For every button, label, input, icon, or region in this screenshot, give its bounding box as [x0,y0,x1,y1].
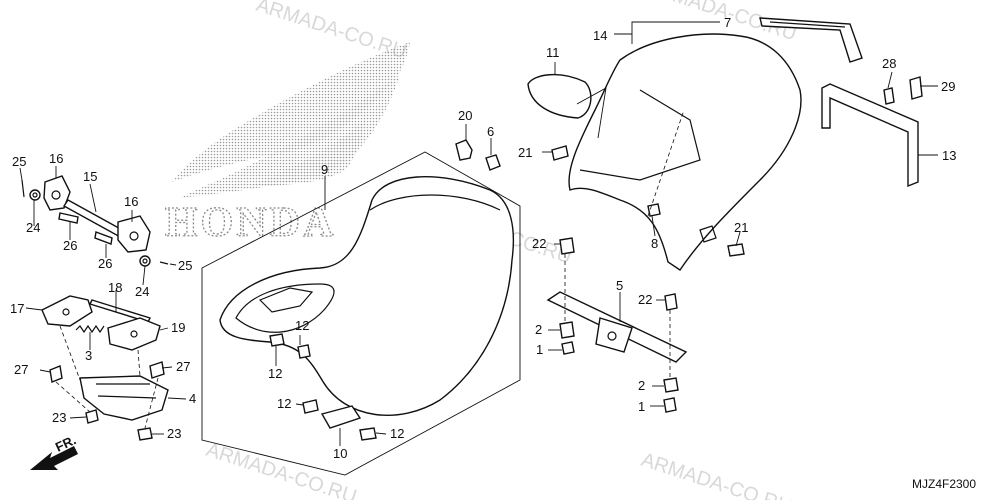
callout-24: 24 [26,220,40,235]
callout-8: 8 [651,236,658,251]
callout-22: 22 [532,236,546,251]
callout-11: 11 [546,45,560,60]
callout-4: 4 [189,391,196,406]
callout-20: 20 [458,108,472,123]
callout-26: 26 [98,256,112,271]
callout-12: 12 [295,318,309,333]
callout-24: 24 [135,284,149,299]
honda-logo-text: HONDA [165,200,336,246]
callout-2: 2 [638,378,645,393]
callout-1: 1 [536,342,543,357]
callout-12: 12 [277,396,291,411]
callout-15: 15 [83,169,97,184]
main-seat [201,151,521,476]
watermark-text: ARMADA-CO.RU [638,449,794,500]
callout-22: 22 [638,292,652,307]
callout-12: 12 [268,366,282,381]
callout-2: 2 [535,322,542,337]
seat-lock-assembly [41,295,169,441]
callout-23: 23 [52,410,66,425]
callout-27: 27 [14,362,28,377]
rear-bracket [821,76,923,188]
callout-21: 21 [734,220,748,235]
callout-21: 21 [518,145,532,160]
leader-lines [19,21,938,446]
callout-14: 14 [593,28,607,43]
callout-29: 29 [941,79,955,94]
callout-26: 26 [63,238,77,253]
callout-13: 13 [942,148,956,163]
rear-cowl [527,17,863,271]
center-bracket [546,237,688,413]
seat-hinge-assembly [21,175,169,267]
callout-9: 9 [321,162,328,177]
callout-28: 28 [882,56,896,71]
callout-1: 1 [638,399,645,414]
front-direction-arrow: FR. [30,432,78,470]
callout-23: 23 [167,426,181,441]
callout-12: 12 [390,426,404,441]
callout-25: 25 [178,258,192,273]
callout-27: 27 [176,359,190,374]
callout-10: 10 [333,446,347,461]
callout-6: 6 [487,124,494,139]
callout-5: 5 [616,278,623,293]
callout-19: 19 [171,320,185,335]
callout-25: 25 [12,154,26,169]
callout-labels: 25 16 15 24 26 16 26 24 25 17 18 3 19 27… [10,15,956,461]
bolt-group [455,139,501,171]
callout-3: 3 [85,348,92,363]
callout-17: 17 [10,301,24,316]
callout-16: 16 [49,151,63,166]
callout-7: 7 [724,15,731,30]
honda-wing-logo: HONDA [164,42,410,247]
callout-16: 16 [124,194,138,209]
callout-18: 18 [108,280,122,295]
diagram-code: MJZ4F2300 [912,477,976,491]
